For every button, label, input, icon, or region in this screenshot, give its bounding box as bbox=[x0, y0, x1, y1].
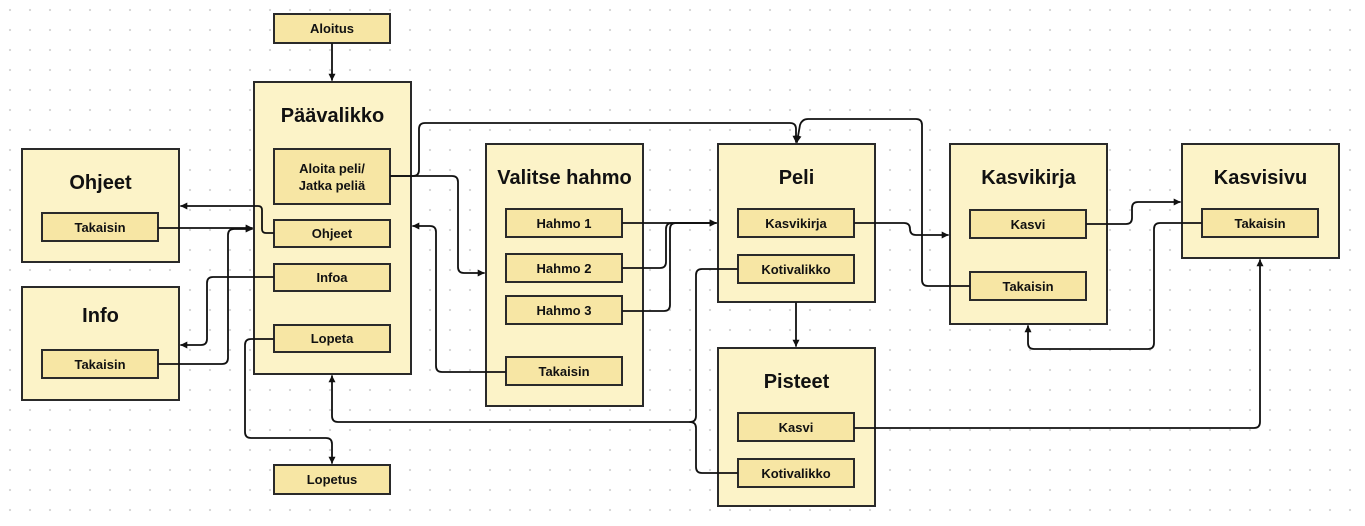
plant-book-plant-button[interactable]: Kasvi bbox=[969, 209, 1087, 239]
plant-page-title: Kasvisivu bbox=[1213, 167, 1308, 189]
instructions-screen: Ohjeet bbox=[21, 148, 180, 263]
character-3-button[interactable]: Hahmo 3 bbox=[505, 295, 623, 325]
info-title: Info bbox=[82, 305, 119, 327]
end-node: Lopetus bbox=[273, 464, 391, 495]
game-plant-book-button[interactable]: Kasvikirja bbox=[737, 208, 855, 238]
plant-book-title: Kasvikirja bbox=[981, 167, 1076, 189]
score-title: Pisteet bbox=[763, 371, 830, 393]
instructions-button[interactable]: Ohjeet bbox=[273, 219, 391, 248]
instructions-back-button[interactable]: Takaisin bbox=[41, 212, 159, 242]
plant-page-back-button[interactable]: Takaisin bbox=[1201, 208, 1319, 238]
play-button[interactable]: Aloita peli/ Jatka peliä bbox=[273, 148, 391, 205]
character-2-button[interactable]: Hahmo 2 bbox=[505, 253, 623, 283]
score-home-menu-button[interactable]: Kotivalikko bbox=[737, 458, 855, 488]
start-node: Aloitus bbox=[273, 13, 391, 44]
character-select-back-button[interactable]: Takaisin bbox=[505, 356, 623, 386]
game-title: Peli bbox=[778, 167, 815, 189]
info-button[interactable]: Infoa bbox=[273, 263, 391, 292]
game-home-menu-button[interactable]: Kotivalikko bbox=[737, 254, 855, 284]
plant-book-back-button[interactable]: Takaisin bbox=[969, 271, 1087, 301]
character-select-title: Valitse hahmo bbox=[497, 167, 632, 189]
info-screen: Info bbox=[21, 286, 180, 401]
score-plant-button[interactable]: Kasvi bbox=[737, 412, 855, 442]
character-1-button[interactable]: Hahmo 1 bbox=[505, 208, 623, 238]
info-back-button[interactable]: Takaisin bbox=[41, 349, 159, 379]
quit-button[interactable]: Lopeta bbox=[273, 324, 391, 353]
main-menu-title: Päävalikko bbox=[280, 105, 385, 127]
instructions-title: Ohjeet bbox=[69, 172, 132, 194]
plant-page-screen: Kasvisivu bbox=[1181, 143, 1340, 259]
